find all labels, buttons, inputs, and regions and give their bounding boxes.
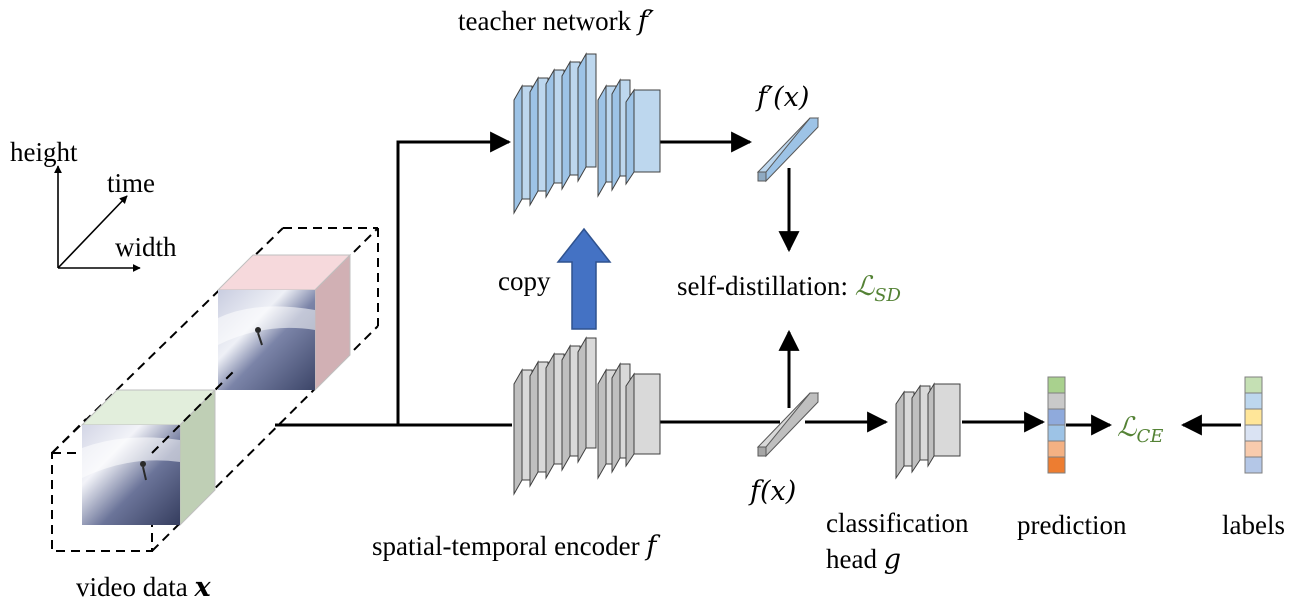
teacher-output-label: f′(x) — [755, 82, 809, 113]
axis-label-height: height — [10, 137, 78, 167]
teacher-layer-2-side — [529, 76, 539, 207]
prediction-vector — [1047, 376, 1066, 474]
copy-arrow — [556, 227, 612, 330]
classification-head-label-line1: classification — [826, 508, 969, 538]
prediction-cell-4 — [1047, 424, 1066, 442]
head-layer-1-side — [895, 390, 905, 480]
encoder-layer-6-side — [597, 368, 607, 480]
classification-head-label-line2: head g — [826, 544, 901, 575]
prediction-cell-1 — [1047, 376, 1066, 394]
teacher-network-label: teacher network f′ — [458, 6, 654, 37]
axis-label-width: width — [115, 232, 177, 262]
back-frame-cube — [216, 253, 352, 392]
teacher-layer-8-front — [633, 89, 661, 173]
teacher-layer-5-front — [585, 53, 597, 168]
label-cell-5 — [1244, 440, 1263, 458]
student-output-label: f(x) — [748, 476, 796, 507]
encoder-layer-7-side — [611, 362, 621, 474]
teacher-layer-6-side — [597, 84, 607, 198]
teacher-layer-8-side — [625, 88, 635, 186]
prediction-cell-5 — [1047, 440, 1066, 458]
ce-loss-label: ℒCE — [1117, 412, 1163, 447]
video-data-cubes — [51, 227, 379, 552]
teacher-layer-4-side — [561, 60, 571, 191]
video-data-label: video data x — [76, 572, 211, 603]
encoder-layer-8-front — [633, 373, 661, 455]
encoder-layer-2-side — [529, 360, 539, 488]
encoder-layer-8-side — [625, 372, 635, 468]
label-cell-4 — [1244, 424, 1263, 442]
prediction-label: prediction — [1017, 510, 1127, 540]
front-frame-cube — [80, 388, 217, 527]
student-feature-bar — [756, 392, 820, 458]
label-cell-6 — [1244, 456, 1263, 474]
teacher-network-layers — [513, 52, 661, 215]
encoder-layer-4-side — [561, 344, 571, 472]
self-distillation-label: self-distillation: ℒSD — [677, 271, 902, 306]
label-cell-1 — [1244, 376, 1263, 394]
prediction-cell-6 — [1047, 456, 1066, 474]
encoder-layer-1-side — [513, 368, 523, 496]
spatial-temporal-encoder-layers — [513, 336, 661, 496]
labels-label: labels — [1222, 510, 1285, 540]
label-cell-2 — [1244, 392, 1263, 410]
encoder-layer-3-side — [545, 352, 555, 480]
teacher-layer-1-side — [513, 84, 523, 215]
teacher-feature-bar — [756, 117, 820, 183]
teacher-layer-7-side — [611, 78, 621, 192]
axis-indicator: height time width — [10, 137, 177, 272]
encoder-layer-5-side — [577, 336, 587, 464]
teacher-layer-3-side — [545, 68, 555, 199]
prediction-cell-3 — [1047, 408, 1066, 426]
labels-vector — [1244, 376, 1263, 474]
head-layer-3-front — [933, 383, 961, 457]
teacher-layer-5-side — [577, 52, 587, 183]
flow-lines — [275, 131, 1241, 436]
axis-label-time: time — [107, 168, 155, 198]
head-layer-3-side — [927, 382, 935, 468]
label-cell-3 — [1244, 408, 1263, 426]
frame-image-back — [218, 290, 315, 390]
encoder-layer-5-front — [585, 337, 597, 449]
classification-head-layers — [895, 382, 961, 480]
input-to-teacher-arrow — [396, 131, 512, 425]
prediction-cell-2 — [1047, 392, 1066, 410]
encoder-label: spatial-temporal encoder f — [372, 531, 660, 562]
head-layer-2-side — [911, 384, 921, 474]
copy-label: copy — [498, 266, 551, 296]
